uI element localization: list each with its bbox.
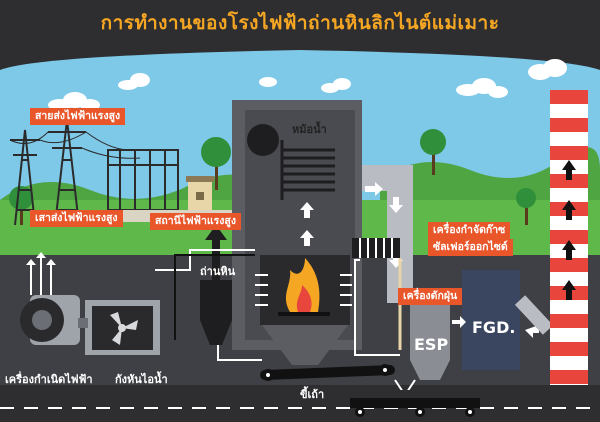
fire-icon	[285, 258, 320, 312]
label-coal: ถ่านหิน	[200, 265, 236, 278]
coal-feed-line	[155, 249, 255, 271]
air-return	[354, 259, 400, 356]
cloud-icon	[456, 78, 508, 98]
cloud-icon	[118, 73, 150, 90]
label-ash: ขี้เถ้า	[300, 388, 325, 401]
label-dust-collector: เครื่องดักฝุ่น	[398, 288, 463, 305]
label-generator: เครื่องกำเนิดไฟฟ้า	[5, 373, 93, 386]
generator-unit	[20, 252, 80, 345]
turbine-unit	[78, 300, 160, 355]
ash-hopper	[262, 325, 348, 365]
cloud-icon	[528, 59, 567, 80]
arrow-icon	[452, 316, 539, 338]
cloud-icon	[321, 78, 351, 93]
boiler-coils	[280, 140, 335, 200]
grate	[278, 312, 330, 316]
fgd-unit	[462, 270, 520, 370]
tree-icon	[9, 186, 33, 225]
label-esp: ESP	[414, 335, 449, 354]
label-transmission-tower: เสาส่งไฟฟ้าแรงสูง	[30, 210, 123, 227]
title-banner	[0, 0, 600, 70]
label-fgd: FGD.	[472, 318, 516, 337]
rail-cart	[350, 398, 480, 417]
chimney-stack	[550, 90, 588, 385]
road	[0, 390, 600, 422]
arrow-icon	[562, 160, 576, 300]
label-boiler: หม้อน้ำ	[292, 123, 327, 136]
tree-icon	[201, 137, 231, 190]
cloud-icon	[259, 77, 277, 87]
label-turbine: กังหันไอน้ำ	[115, 373, 168, 386]
stack-duct	[514, 295, 554, 335]
label-fgd-desc-2: ซัลเฟอร์ออกไซด์	[428, 239, 513, 256]
label-substation: สถานีไฟฟ้าแรงสูง	[150, 213, 241, 230]
steam-pipe	[174, 254, 255, 340]
esp-unit	[410, 300, 450, 360]
fuel-feeders	[255, 274, 352, 306]
coal-silo	[200, 280, 232, 320]
arrow-icon	[26, 252, 56, 295]
label-fgd-desc-1: เครื่องกำจัดก๊าซ	[428, 222, 511, 239]
fan-icon	[110, 312, 138, 345]
boiler-drum	[247, 124, 279, 156]
tree-icon	[516, 188, 536, 225]
tree-icon	[420, 129, 446, 175]
arrow-icon	[300, 202, 314, 246]
label-transmission-line: สายส่งไฟฟ้าแรงสูง	[30, 108, 126, 125]
page-title: การทำงานของโรงไฟฟ้าถ่านหินลิกไนต์แม่เมาะ	[100, 12, 500, 34]
conveyor-icon	[260, 364, 395, 381]
